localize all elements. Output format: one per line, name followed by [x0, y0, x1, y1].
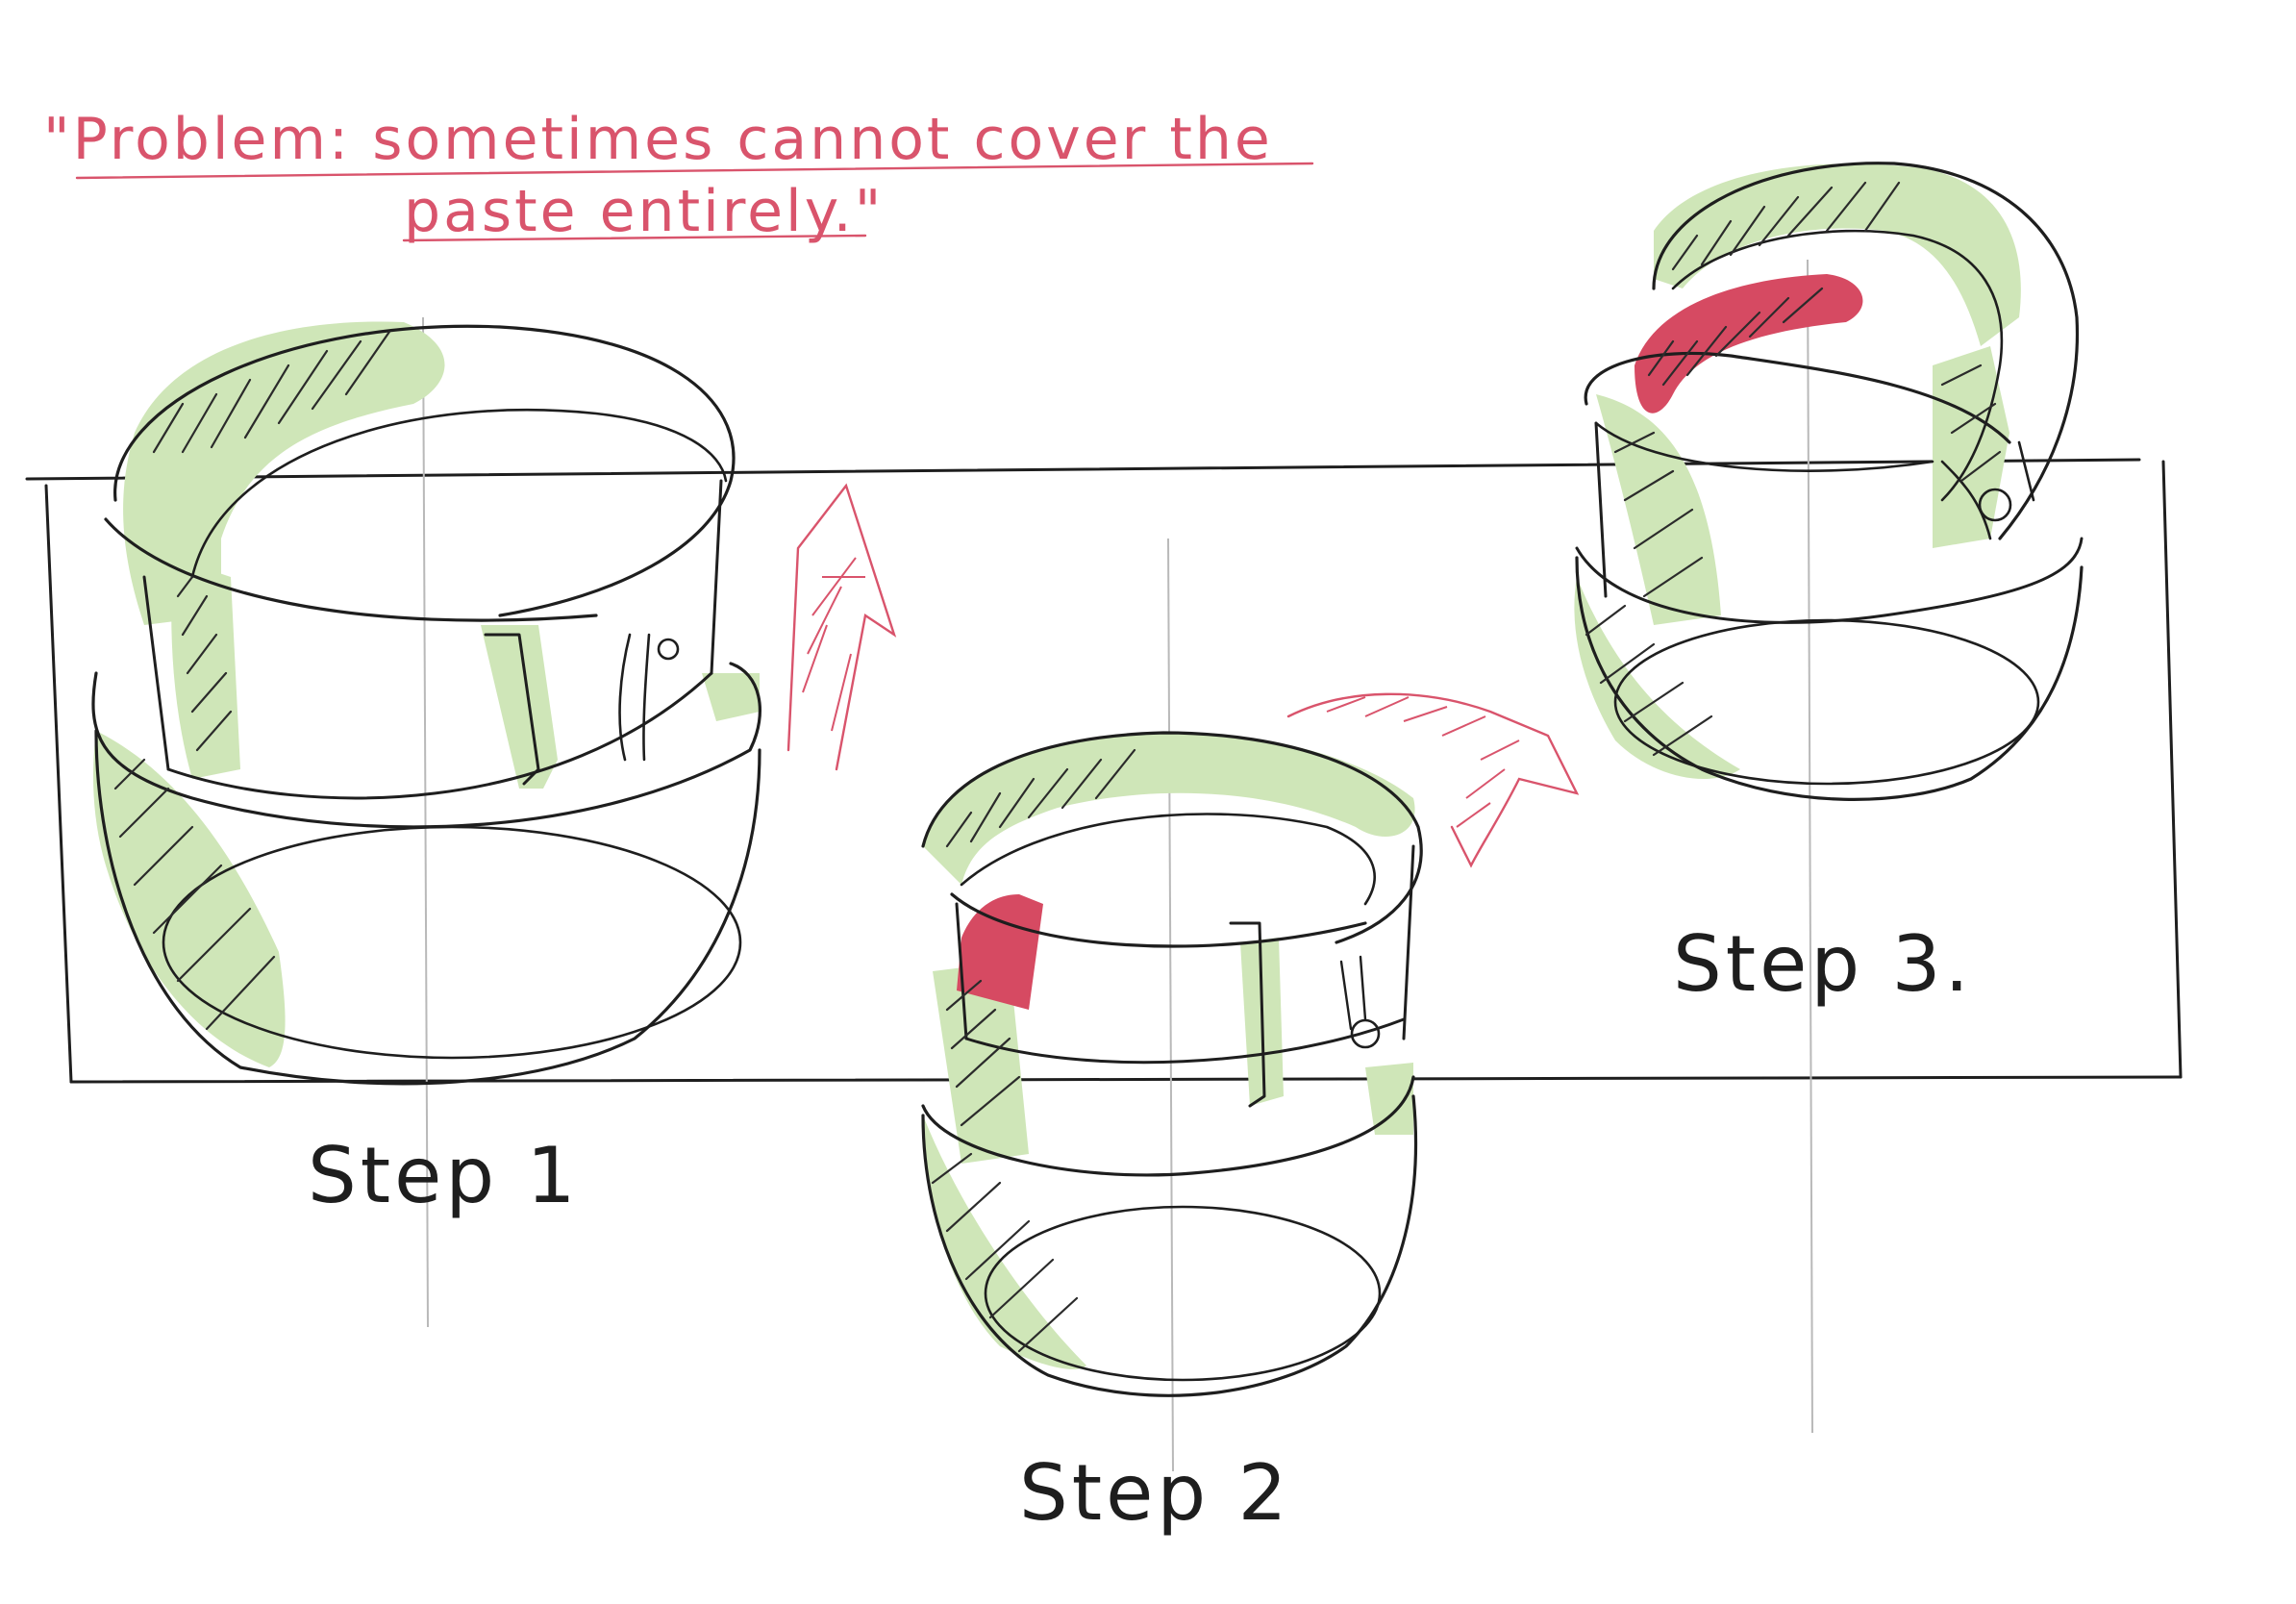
step-3-bowl-base — [1613, 618, 2040, 786]
step-3-hatch-lid — [1671, 181, 1901, 271]
step-1-label: Step 1 — [308, 1131, 579, 1220]
step-3-container-inner-rim — [1594, 421, 1934, 472]
step-1-bowl-base — [162, 825, 742, 1060]
step-3-highlight-paste — [1635, 274, 1863, 414]
step-2-center-guide — [1167, 538, 1174, 1472]
step-3-highlight-hinge — [1933, 346, 2009, 548]
rotate-arrow-hatch — [1326, 696, 1520, 828]
step-1-hinge-pin — [618, 633, 651, 762]
step-3-bowl-body — [1575, 556, 2084, 801]
step-3-highlight-lid-side — [1596, 394, 1721, 625]
problem-note: "Problem: sometimes cannot cover the pas… — [43, 106, 1314, 245]
step-1-lid-left-edge — [142, 575, 170, 771]
step-2-highlight-rim — [1365, 1063, 1413, 1135]
step-2-lid-rim — [950, 892, 1367, 948]
step-1-lid-rim — [104, 517, 598, 622]
step-1-clasp — [484, 633, 540, 786]
panel-right-edge — [2161, 460, 2183, 1079]
problem-note-underline-1 — [75, 162, 1314, 180]
step-2-bowl-base — [984, 1205, 1382, 1382]
step-1-lift-arrow — [786, 483, 897, 771]
step-3-hatch-hinge — [1940, 363, 2002, 483]
step-2-lid-inner — [960, 813, 1376, 906]
step-3-container-rim — [1584, 351, 2011, 444]
problem-note-underline-2 — [402, 234, 867, 242]
lift-arrow-hatch — [802, 557, 865, 732]
step-3-hinge-pin — [1940, 440, 2035, 540]
panel-left-edge — [44, 484, 73, 1084]
step-1-hatch-bowl — [113, 758, 276, 1031]
step-2-hatch-bowl — [931, 1152, 1079, 1353]
step-2-lid-bottom — [964, 1017, 1406, 1065]
step-3-bowl-rim — [1575, 537, 2084, 624]
step-2-hinge-pin — [1339, 955, 1367, 1031]
step-2-bowl-rim — [921, 1075, 1415, 1177]
step-2-sketch — [921, 538, 1423, 1472]
lift-arrow-outline — [786, 483, 897, 771]
step-1-lid-right-edge — [710, 479, 723, 675]
step-3-hatch-side — [1613, 431, 1704, 598]
step-3-container-left-edge — [1594, 421, 1608, 598]
panel-bottom-edge — [69, 1075, 2183, 1084]
step-1-lid-bottom — [166, 671, 713, 800]
step-1-hinge-knob — [657, 638, 680, 661]
step-2-lid-left-edge — [955, 902, 968, 1040]
step-1-hatch-lid-side — [176, 575, 233, 752]
step-3-label: Step 3. — [1673, 919, 1973, 1009]
step-2-hatch-lid-side — [945, 979, 1021, 1127]
step-2-label: Step 2 — [1019, 1448, 1290, 1538]
step-3-highlight-lid-arc — [1654, 163, 2021, 346]
step-3-hatch-paste — [1647, 287, 1824, 387]
step-2-hatch-lid — [945, 748, 1136, 848]
step-1-sketch — [91, 316, 761, 1328]
step-1-highlight-lid-side — [171, 558, 240, 779]
step-3-hinge-knob — [1978, 488, 2012, 522]
rotate-arrow-outline — [1286, 692, 1580, 868]
step-3-center-guide — [1807, 259, 1813, 1434]
step-1-highlight-clasp — [481, 625, 558, 789]
step-1-highlight-lid-arc — [123, 321, 445, 625]
step-3-sketch — [1574, 162, 2084, 1434]
step-2-lid-right-edge — [1402, 844, 1415, 1040]
step-2-rotate-arrow — [1286, 692, 1580, 868]
step-3-lid-outer — [1652, 162, 2080, 540]
problem-note-line-1: "Problem: sometimes cannot cover the — [43, 106, 1273, 173]
step-1-hatch-lid — [152, 330, 391, 454]
step-2-highlight-missed — [957, 894, 1043, 1010]
step-3-lid-inner — [1671, 229, 2004, 502]
step-3-highlight-bowl — [1574, 577, 1740, 779]
step-2-bowl-body — [921, 1094, 1418, 1397]
step-2-highlight-lid — [923, 732, 1415, 885]
background-panel — [25, 458, 2183, 1084]
step-2-highlight-lid-side — [933, 962, 1029, 1164]
step-3-hatch-bowl — [1585, 604, 1713, 757]
step-1-lid-inner — [190, 408, 728, 579]
step-1-highlight-rim — [702, 673, 760, 721]
step-2-clasp — [1229, 921, 1266, 1108]
step-1-center-guide — [422, 316, 429, 1328]
panel-top-edge — [25, 458, 2141, 481]
step-1-lid-top — [113, 324, 736, 617]
step-2-highlight-bowl — [923, 1115, 1086, 1369]
problem-note-line-2: paste entirely." — [404, 178, 884, 245]
